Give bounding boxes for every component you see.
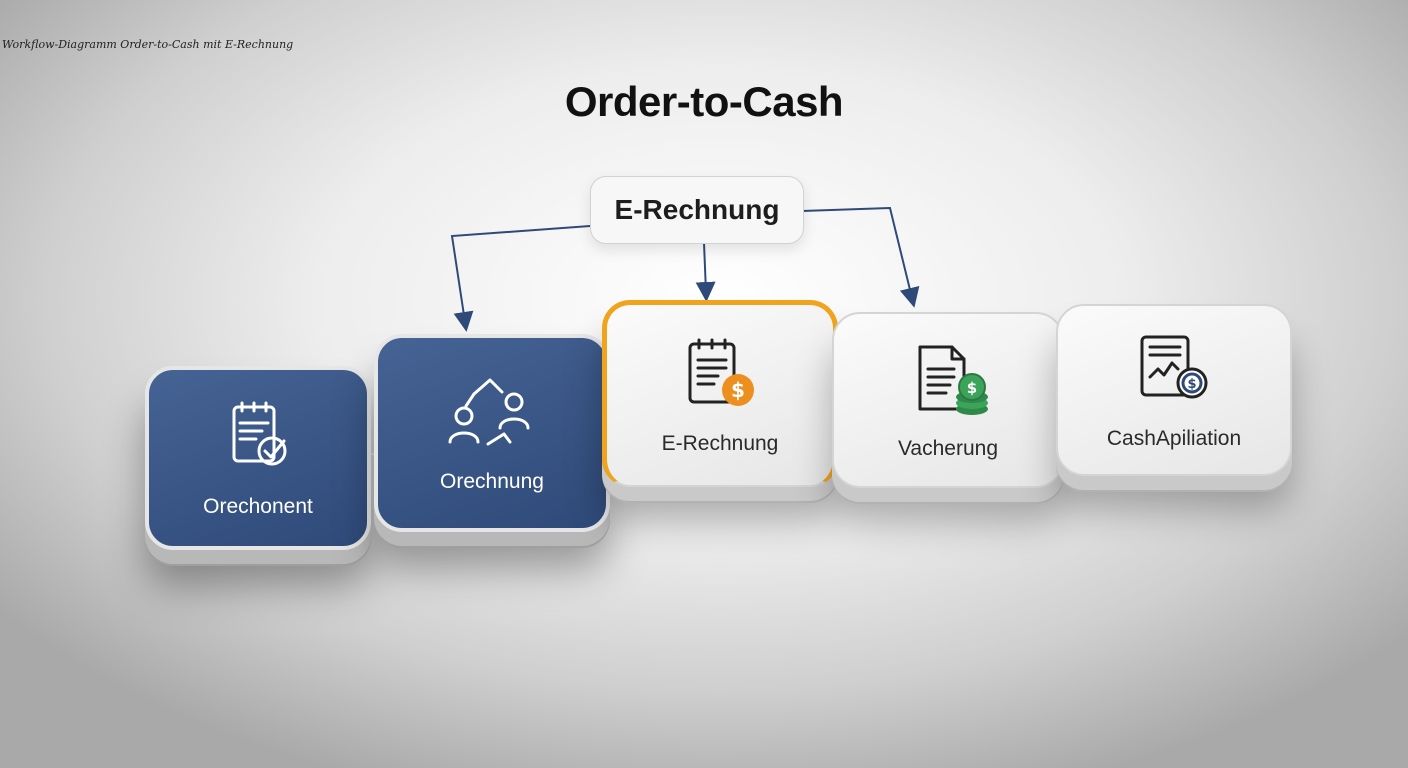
report-dollar-icon: $	[1140, 335, 1208, 399]
hub-to-step3-arrow	[695, 242, 716, 302]
step-card-1: Orechonent	[145, 366, 371, 550]
hub-to-step4-arrow	[801, 206, 920, 308]
hub-label: E-Rechnung	[614, 194, 780, 225]
step-5-label: CashApiliation	[1106, 427, 1242, 450]
step-card-4: $ Vacherung	[832, 312, 1064, 488]
e-rechnung-hub-box: E-Rechnung	[590, 176, 804, 244]
diagram-title: Order-to-Cash	[564, 78, 844, 125]
svg-text:$: $	[1187, 377, 1196, 392]
svg-text:$: $	[967, 379, 977, 397]
step-card-2: Orechnung	[374, 334, 610, 532]
step-1-label: Orechonent	[203, 495, 313, 518]
step-2-label: Orechnung	[440, 470, 544, 493]
clipboard-check-icon	[232, 401, 287, 466]
diagram-caption: Workflow-Diagramm Order-to-Cash mit E-Re…	[2, 38, 294, 51]
document-coins-icon: $	[918, 345, 988, 415]
invoice-dollar-icon: $	[688, 338, 754, 406]
step-3-label: E-Rechnung	[661, 432, 779, 455]
step-card-5: $ CashApiliation	[1056, 304, 1292, 476]
step-card-3: $ E-Rechnung	[602, 300, 838, 487]
people-exchange-icon	[448, 378, 530, 446]
step-4-label: Vacherung	[897, 437, 999, 460]
hub-to-step2-arrow	[450, 225, 591, 332]
svg-text:$: $	[731, 378, 745, 402]
